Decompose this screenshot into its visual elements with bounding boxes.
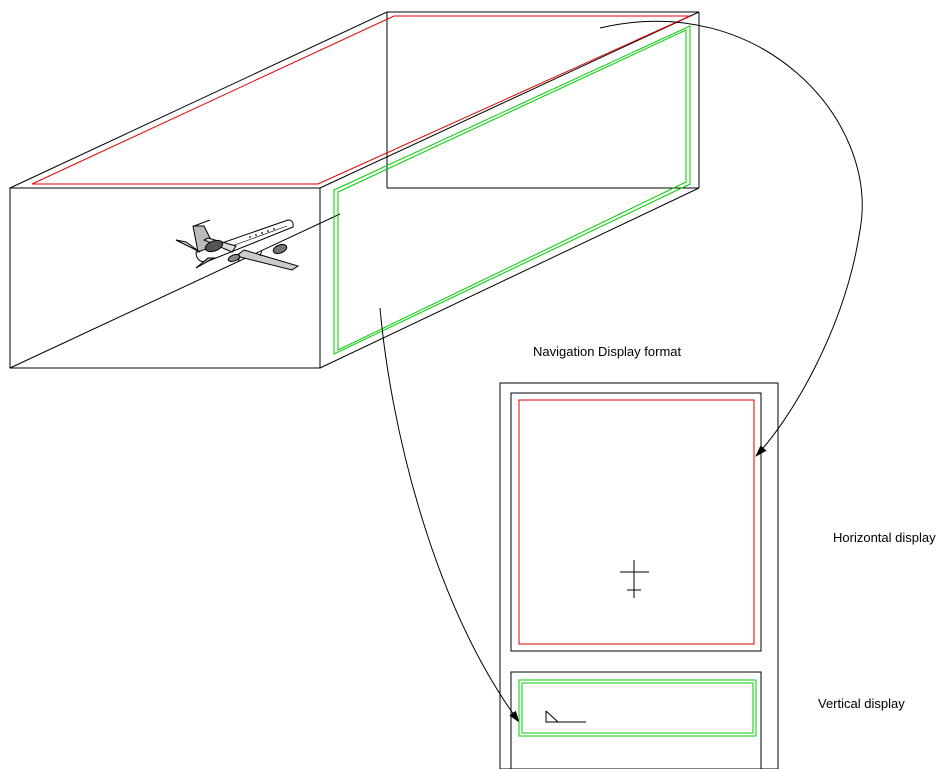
horizontal-plane-red: [31, 15, 691, 185]
horizontal-display-red-area: [518, 399, 755, 645]
navigation-display-panel: [499, 382, 779, 769]
vertical-display-green-area: [518, 679, 757, 737]
horizontal-display-label: Horizontal display: [833, 530, 936, 545]
arrow-vertical-plane: [379, 307, 520, 723]
airspace-box: [9, 11, 700, 369]
arrow-horizontal-plane: [599, 20, 863, 457]
horizontal-display-frame: [510, 392, 762, 652]
flight-path-line: [9, 213, 341, 369]
airplane-icon: [175, 219, 300, 271]
vertical-display-label: Vertical display: [818, 696, 905, 711]
box-top-right-edge: [319, 11, 700, 189]
box-bottom-right-edge: [319, 187, 700, 369]
box-top-left-edge: [9, 11, 388, 189]
crosshair-icon: [620, 560, 649, 598]
navigation-display-format-title: Navigation Display format: [533, 344, 682, 359]
display-outer-frame: [499, 382, 779, 769]
vertical-plane-green: [333, 25, 691, 355]
vertical-display-frame: [510, 671, 762, 769]
box-front-face: [9, 187, 321, 369]
aircraft-profile-icon: [545, 710, 586, 723]
